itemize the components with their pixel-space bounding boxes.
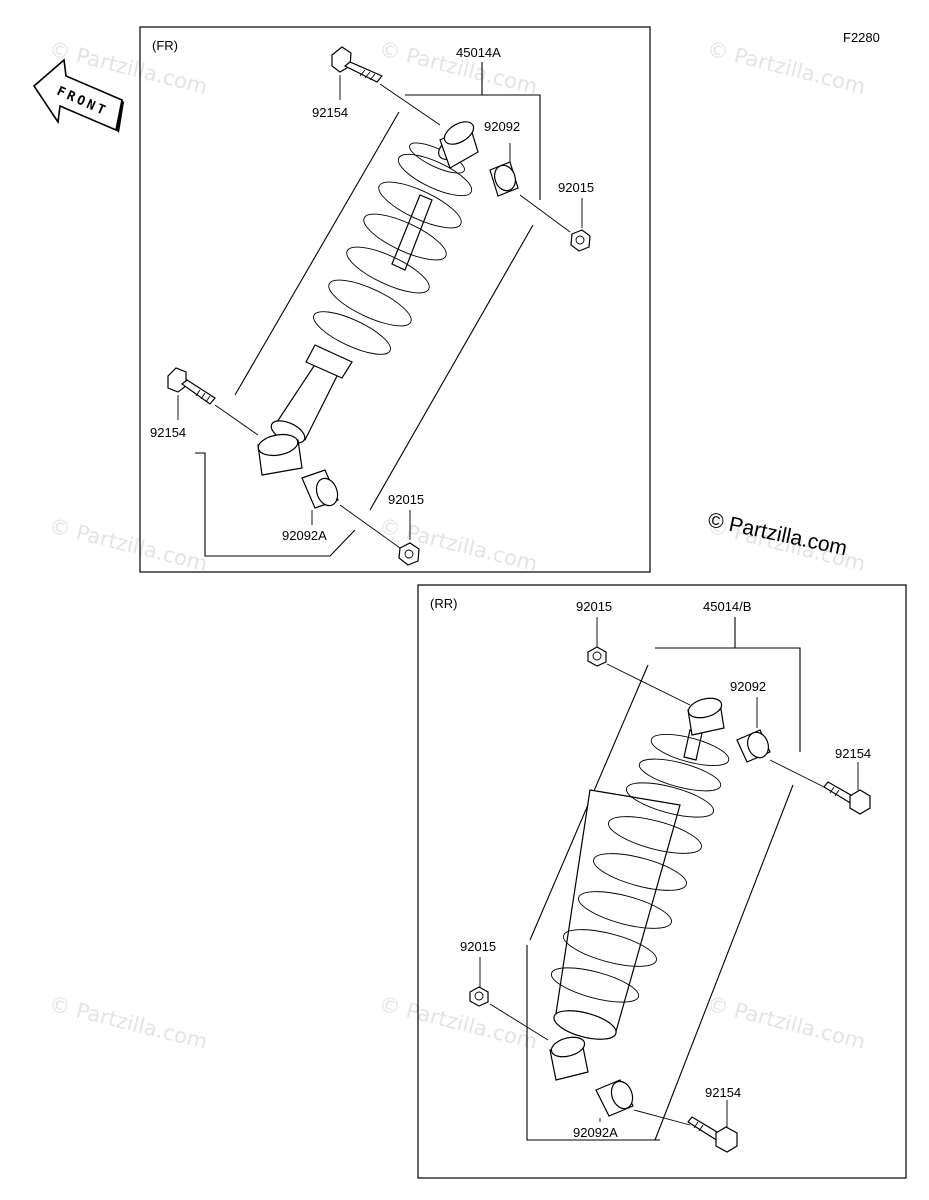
bushing-bottom-fr xyxy=(301,469,339,509)
callout-45014a: 45014A xyxy=(456,45,501,60)
bolt-top-rr xyxy=(823,781,871,815)
nut-top-fr xyxy=(570,229,591,252)
callout-92154-top: 92154 xyxy=(312,105,348,120)
section-label-fr: (FR) xyxy=(152,38,178,53)
front-shock-absorber xyxy=(257,121,479,476)
bushing-top-rr xyxy=(736,729,771,763)
bolt-bottom-fr xyxy=(167,367,259,436)
callout-92015-top: 92015 xyxy=(558,180,594,195)
bushing-top-fr xyxy=(489,161,519,197)
watermark: © Partzilla.com xyxy=(377,514,540,576)
callout-45014b: 45014/B xyxy=(703,599,751,614)
callout-92015-bottom: 92015 xyxy=(388,492,424,507)
bushing-bottom-rr xyxy=(595,1079,634,1117)
watermark-layer: © Partzilla.com © Partzilla.com © Partzi… xyxy=(47,37,868,1054)
watermark: © Partzilla.com xyxy=(705,992,868,1054)
front-shock-panel: (FR) 45014A 92154 xyxy=(139,26,651,573)
nut-top-rr xyxy=(587,646,607,667)
watermark: © Partzilla.com xyxy=(377,992,540,1054)
callout-92015-top-rr: 92015 xyxy=(576,599,612,614)
nut-bottom-rr xyxy=(469,986,489,1007)
panel-border xyxy=(139,26,651,573)
bolt-top-fr xyxy=(331,46,441,126)
rear-shock-absorber xyxy=(549,697,730,1081)
rear-shock-panel: (RR) 45014/B 92015 xyxy=(417,584,907,1179)
assembly-bracket xyxy=(195,62,541,557)
callout-92015-bottom-rr: 92015 xyxy=(460,939,496,954)
watermark: © Partzilla.com xyxy=(705,37,868,99)
callout-92154-bottom: 92154 xyxy=(150,425,186,440)
bolt-bottom-rr xyxy=(687,1116,738,1153)
callout-92154-top-rr: 92154 xyxy=(835,746,871,761)
watermark: © Partzilla.com xyxy=(47,514,210,576)
section-label-rr: (RR) xyxy=(430,596,457,611)
panel-border xyxy=(417,584,907,1179)
watermark: © Partzilla.com xyxy=(47,992,210,1054)
callout-92092-top-rr: 92092 xyxy=(730,679,766,694)
nut-bottom-fr xyxy=(398,542,420,566)
callout-92092a-bottom: 92092A xyxy=(282,528,327,543)
figure-code: F2280 xyxy=(843,30,880,45)
callout-92092-top: 92092 xyxy=(484,119,520,134)
callout-92154-bottom-rr: 92154 xyxy=(705,1085,741,1100)
callout-92092a-bottom-rr: 92092A xyxy=(573,1125,618,1140)
